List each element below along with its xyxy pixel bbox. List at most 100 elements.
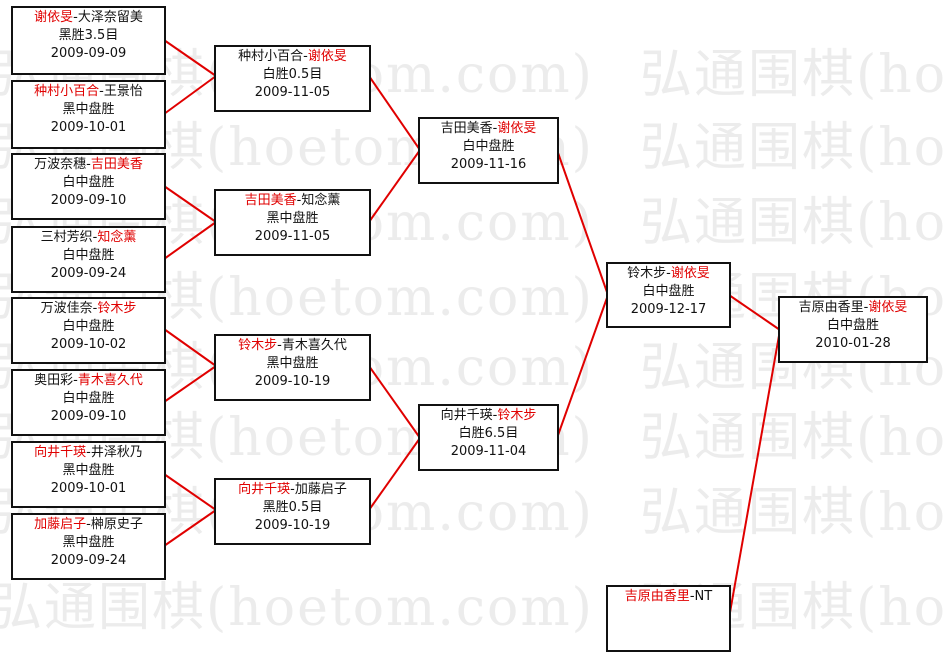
player-name: 种村小百合 — [238, 49, 304, 64]
match-players: 向井千瑛-铃木步 — [420, 407, 557, 425]
winner-name: 铃木步 — [497, 408, 537, 423]
player-name: 万波奈穗 — [34, 157, 87, 172]
match-date: 2009-09-10 — [50, 409, 127, 424]
connector — [368, 149, 421, 223]
match-date: 2009-10-02 — [50, 337, 127, 352]
player-name: 井泽秋乃 — [90, 445, 143, 460]
match-players: 铃木步-青木喜久代 — [216, 337, 369, 355]
player-separator: - — [73, 10, 78, 25]
match-players: 加藤启子-榊原史子 — [13, 516, 164, 534]
winner-name: 向井千瑛 — [238, 482, 291, 497]
connector — [163, 75, 217, 115]
match-box: 吉原由香里-谢依旻白中盘胜 2010-01-28 — [778, 296, 928, 363]
match-date: 2009-09-24 — [50, 553, 127, 568]
player-separator: - — [492, 121, 498, 136]
match-players: 向井千瑛-加藤启子 — [216, 481, 369, 499]
match-date: 2009-10-01 — [50, 481, 127, 496]
match-date: 2010-01-28 — [815, 336, 891, 351]
match-date: 2009-12-17 — [630, 302, 707, 317]
player-name: NT — [694, 589, 713, 604]
match-date: 2009-11-05 — [254, 229, 331, 244]
player-name: 三村芳织 — [40, 230, 93, 245]
match-result: 白胜0.5目 — [262, 67, 323, 82]
winner-name: 铃木步 — [238, 338, 278, 353]
player-separator: - — [277, 338, 282, 353]
connector — [163, 39, 217, 77]
match-date: 2009-10-19 — [254, 374, 331, 389]
match-result: 黑中盘胜 — [266, 211, 319, 226]
match-result: 黑中盘胜 — [62, 535, 115, 550]
player-name: 奥田彩 — [34, 373, 74, 388]
player-name: 知念薰 — [301, 193, 341, 208]
match-result: 黑中盘胜 — [266, 356, 319, 371]
match-players: 三村芳织-知念薰 — [13, 229, 164, 247]
player-separator: - — [86, 517, 91, 532]
match-result: 黑胜0.5目 — [262, 500, 323, 515]
player-separator: - — [492, 408, 498, 423]
match-result: 白胜6.5目 — [458, 426, 519, 441]
match-result: 白中盘胜 — [462, 139, 515, 154]
player-name: 榊原史子 — [90, 517, 143, 532]
match-players: 种村小百合-谢依旻 — [216, 48, 369, 66]
match-players: 吉原由香里-谢依旻 — [780, 299, 926, 317]
player-name: 青木喜久代 — [281, 338, 347, 353]
player-separator: - — [86, 445, 91, 460]
winner-name: 吉原由香里 — [624, 589, 690, 604]
connector — [163, 185, 217, 223]
match-players: 奥田彩-青木喜久代 — [13, 372, 164, 390]
connector — [556, 149, 609, 296]
connector — [163, 328, 217, 367]
player-separator: - — [303, 49, 308, 64]
match-result: 白中盘胜 — [642, 284, 695, 299]
player-separator: - — [296, 193, 302, 208]
winner-name: 谢依旻 — [307, 49, 347, 64]
connector — [163, 509, 217, 547]
winner-name: 种村小百合 — [34, 84, 100, 99]
match-date: 2009-11-04 — [450, 444, 527, 459]
match-result: 白中盘胜 — [826, 318, 879, 333]
winner-name: 知念薰 — [97, 230, 137, 245]
winner-name: 谢依旻 — [497, 121, 537, 136]
match-result: 白中盘胜 — [62, 391, 115, 406]
match-result: 白中盘胜 — [62, 319, 115, 334]
player-name: 吉田美香 — [440, 121, 493, 136]
connector — [163, 221, 217, 260]
match-box: 三村芳织-知念薰白中盘胜 2009-09-24 — [11, 226, 166, 293]
match-result: 黑胜3.5目 — [58, 28, 119, 43]
player-separator: - — [92, 301, 98, 316]
match-players: 谢依旻-大泽奈留美 — [13, 9, 164, 27]
connector — [728, 329, 781, 619]
winner-name: 青木喜久代 — [77, 373, 143, 388]
match-date: 2009-11-05 — [254, 85, 331, 100]
match-result: 黑中盘胜 — [62, 102, 115, 117]
connector — [728, 294, 781, 331]
match-box: 奥田彩-青木喜久代白中盘胜 2009-09-10 — [11, 369, 166, 436]
winner-name: 吉田美香 — [90, 157, 143, 172]
match-result: 白中盘胜 — [62, 248, 115, 263]
player-separator: - — [689, 589, 695, 604]
match-box: 吉原由香里-NT — [606, 585, 731, 652]
player-separator: - — [863, 300, 869, 315]
player-separator: - — [86, 157, 91, 172]
connector — [163, 365, 217, 403]
match-players: 吉原由香里-NT — [608, 588, 729, 606]
player-name: 向井千瑛 — [440, 408, 493, 423]
connector — [368, 365, 421, 439]
connector — [556, 294, 609, 439]
match-date: 2009-09-24 — [50, 266, 127, 281]
match-date: 2009-09-09 — [50, 46, 127, 61]
match-result: 白中盘胜 — [62, 175, 115, 190]
match-date: 2009-11-16 — [450, 157, 527, 172]
match-players: 吉田美香-谢依旻 — [420, 120, 557, 138]
winner-name: 加藤启子 — [34, 517, 87, 532]
player-name: 吉原由香里 — [798, 300, 864, 315]
winner-name: 谢依旻 — [34, 10, 74, 25]
winner-name: 向井千瑛 — [34, 445, 87, 460]
